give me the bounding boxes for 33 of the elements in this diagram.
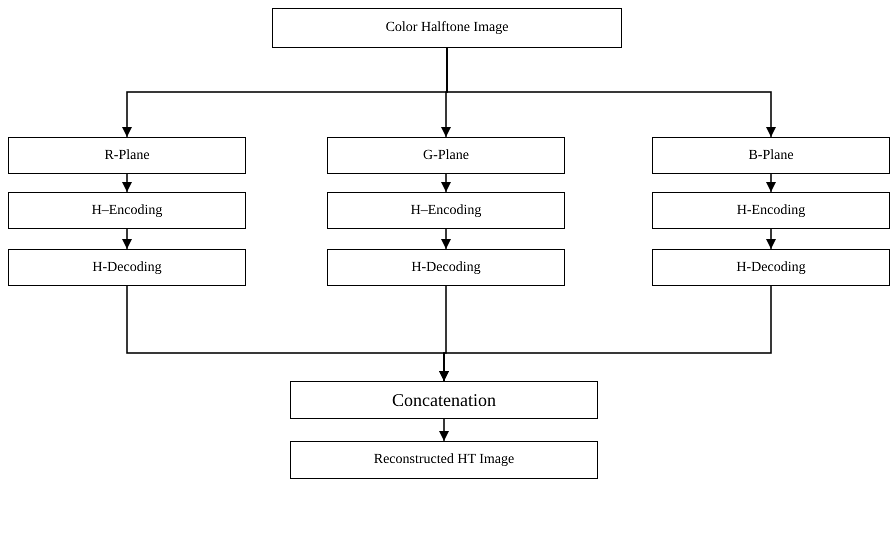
box-label: H–Encoding — [410, 202, 482, 218]
box-label: H-Decoding — [736, 260, 806, 276]
arrow — [441, 174, 451, 192]
process-box — [652, 137, 890, 174]
process-box — [8, 192, 246, 229]
process-box — [8, 249, 246, 286]
box-label: Color Halftone Image — [386, 20, 508, 36]
process-box — [290, 381, 598, 419]
arrow — [439, 419, 449, 441]
arrow — [766, 174, 776, 192]
box-label: H-Encoding — [736, 202, 806, 218]
arrow — [441, 229, 451, 249]
process-box — [327, 249, 565, 286]
arrow — [766, 229, 776, 249]
arrow — [122, 174, 132, 192]
process-box — [652, 192, 890, 229]
box-label: R-Plane — [104, 148, 150, 164]
process-box — [290, 441, 598, 479]
arrow — [446, 48, 776, 137]
process-box — [272, 8, 622, 48]
arrow — [122, 229, 132, 249]
box-label: B-Plane — [748, 148, 794, 164]
process-box — [652, 249, 890, 286]
process-box — [8, 137, 246, 174]
box-label: G-Plane — [423, 148, 469, 164]
box-label: H–Encoding — [92, 202, 162, 218]
process-box — [327, 137, 565, 174]
box-label: H-Decoding — [92, 260, 162, 276]
box-label: H-Decoding — [411, 260, 481, 276]
box-label: Concatenation — [392, 390, 496, 410]
box-label: Reconstructed HT Image — [374, 452, 514, 468]
process-box — [327, 192, 565, 229]
arrow — [439, 286, 772, 381]
